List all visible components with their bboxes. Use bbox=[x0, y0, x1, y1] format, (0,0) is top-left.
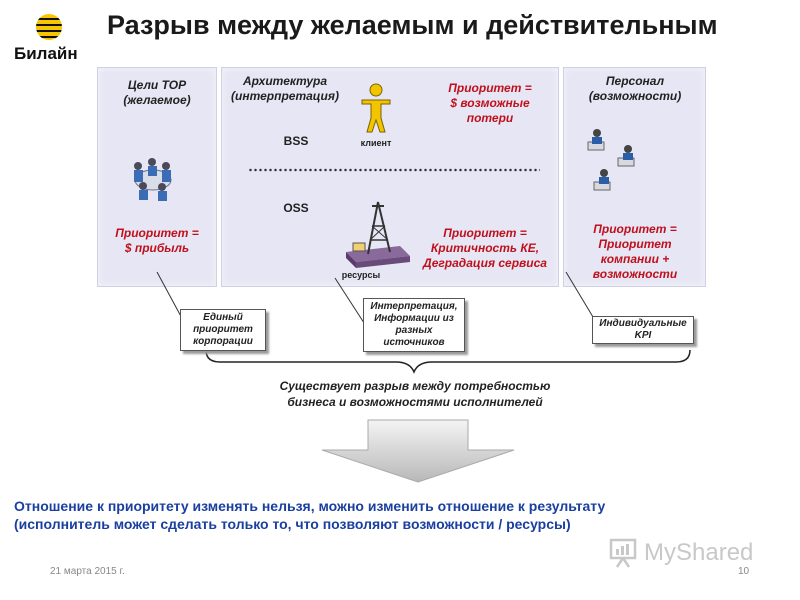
watermark: MyShared bbox=[608, 535, 758, 571]
down-arrow-icon bbox=[321, 419, 515, 483]
oss-label: OSS bbox=[283, 201, 309, 215]
callout-interpretation: Интерпретация, Информации из разных исто… bbox=[363, 298, 465, 352]
beeline-logo-icon bbox=[36, 14, 62, 40]
resources-label: ресурсы bbox=[341, 270, 381, 280]
gap-brace bbox=[205, 349, 691, 375]
goals-priority: Приоритет = $ прибыль bbox=[115, 226, 199, 255]
conclusion-line-2: (исполнитель может сделать только то, чт… bbox=[14, 516, 571, 532]
staff-panel bbox=[563, 67, 706, 287]
callout-single-priority: Единый приоритет корпорации bbox=[180, 309, 266, 351]
callout-pointers bbox=[156, 271, 597, 327]
slide-date: 21 марта 2015 г. bbox=[50, 566, 125, 577]
conclusion-line-1: Отношение к приоритету изменять нельзя, … bbox=[14, 498, 606, 514]
logo-text: Билайн bbox=[14, 44, 78, 63]
conclusion-text: Отношение к приоритету изменять нельзя, … bbox=[14, 497, 794, 533]
goals-heading: Цели ТОР (желаемое) bbox=[123, 78, 191, 107]
arch-priority-bottom: Приоритет = Критичность КЕ, Деградация с… bbox=[423, 226, 547, 270]
radio-tower-icon bbox=[346, 201, 410, 268]
watermark-text: MyShared bbox=[644, 539, 754, 566]
staff-heading: Персонал (возможности) bbox=[588, 74, 682, 103]
beeline-logo: Билайн bbox=[14, 14, 84, 66]
bss-oss-divider bbox=[248, 168, 540, 172]
arch-priority-top: Приоритет = $ возможные потери bbox=[448, 81, 532, 125]
meeting-people-icon bbox=[134, 158, 172, 201]
architecture-heading: Архитектура (интерпретация) bbox=[231, 74, 339, 103]
presentation-board-icon bbox=[609, 538, 637, 568]
staff-priority: Приоритет = Приоритет компании + возможн… bbox=[592, 222, 678, 281]
gap-statement: Существует разрыв между потребностью биз… bbox=[279, 379, 551, 409]
callout-kpi: Индивидуальные KPI bbox=[592, 316, 694, 344]
client-label: клиент bbox=[360, 138, 392, 148]
slide-number: 10 bbox=[738, 566, 750, 577]
client-figure-icon bbox=[361, 83, 391, 133]
bss-label: BSS bbox=[283, 134, 309, 148]
staff-workers-icon bbox=[587, 129, 635, 191]
slide-title: Разрыв между желаемым и действительным bbox=[107, 10, 718, 40]
